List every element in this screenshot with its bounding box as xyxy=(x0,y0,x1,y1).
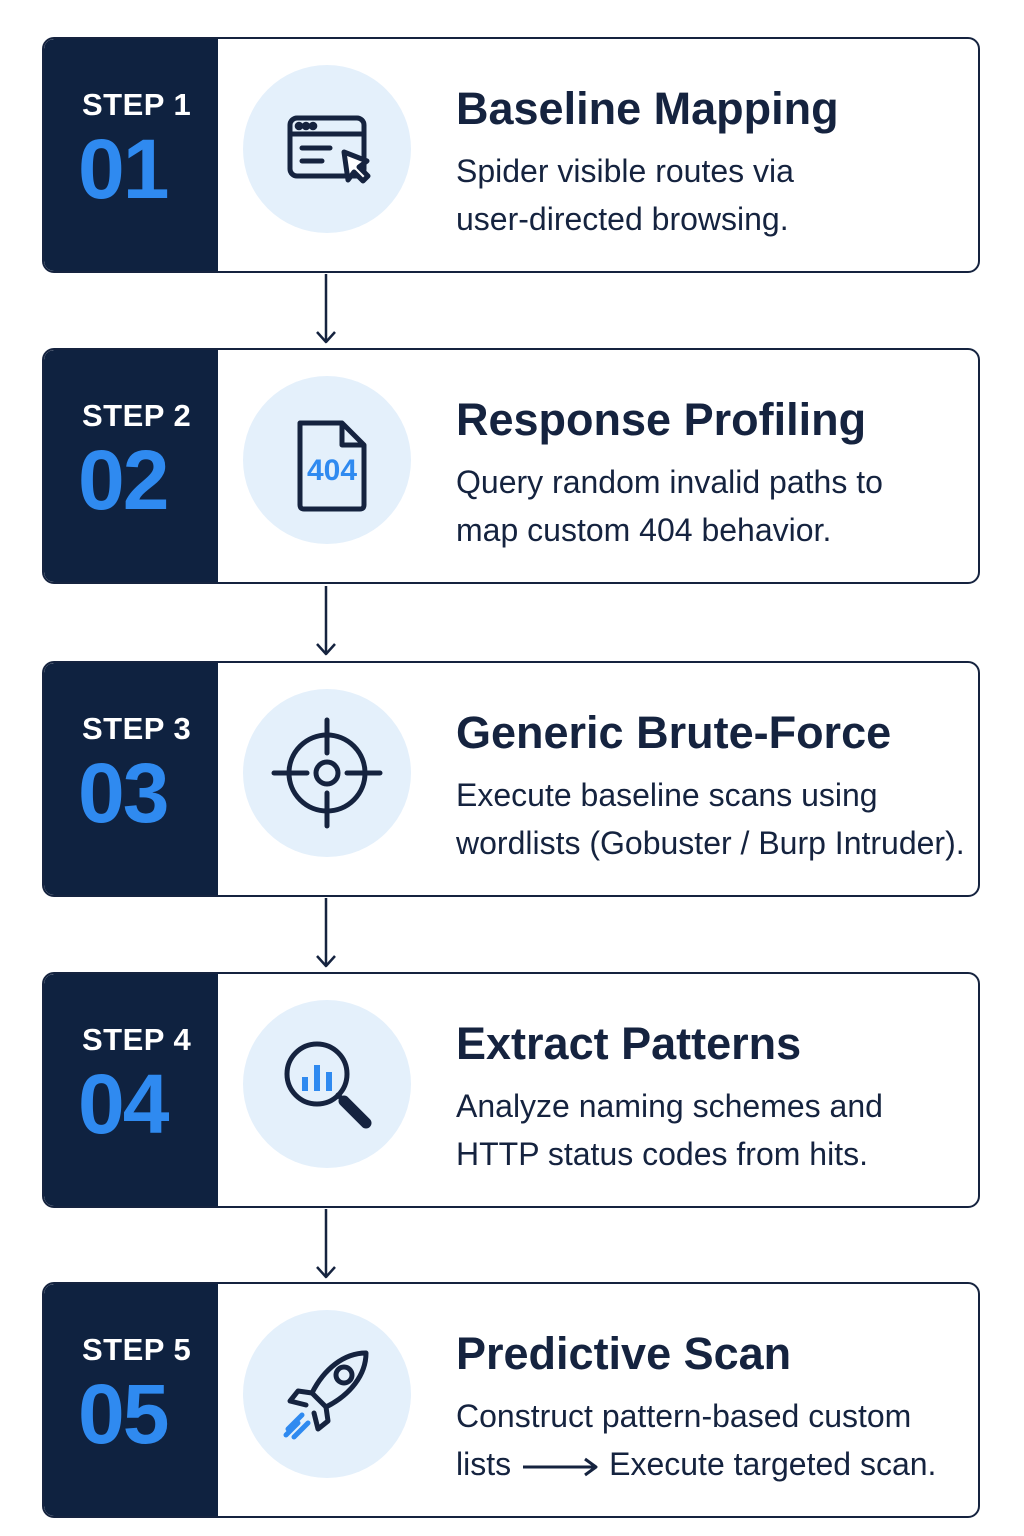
404-label: 404 xyxy=(307,454,357,487)
down-arrow-connector xyxy=(316,274,336,344)
step-number: 05 xyxy=(78,1367,169,1461)
down-arrow-connector xyxy=(316,898,336,968)
step-label: STEP 5 xyxy=(82,1332,192,1367)
step-description: Construct pattern-based custom lists Exe… xyxy=(456,1392,976,1488)
step-badge: STEP 3 03 xyxy=(44,663,218,895)
step-badge: STEP 1 01 xyxy=(44,39,218,271)
404-document-icon: 404 xyxy=(243,376,411,544)
down-arrow-connector xyxy=(316,586,336,656)
desc-line: Execute baseline scans using xyxy=(456,777,878,813)
right-arrow-icon xyxy=(523,1457,598,1476)
step-label: STEP 4 xyxy=(82,1022,192,1057)
step-description: Query random invalid paths to map custom… xyxy=(456,458,976,554)
step-label: STEP 2 xyxy=(82,398,192,433)
step-title: Generic Brute-Force xyxy=(456,707,892,758)
desc-line: Spider visible routes via xyxy=(456,153,794,189)
rocket-icon xyxy=(243,1310,411,1478)
step-number: 03 xyxy=(78,746,169,840)
step-description: Execute baseline scans using wordlists (… xyxy=(456,771,976,867)
step-label: STEP 3 xyxy=(82,711,192,746)
step-number: 04 xyxy=(78,1057,169,1151)
desc-line: Analyze naming schemes and xyxy=(456,1088,883,1124)
desc-text-execute: Execute targeted scan. xyxy=(609,1446,937,1482)
desc-line: Construct pattern-based custom xyxy=(456,1398,912,1434)
step-label: STEP 1 xyxy=(82,87,192,122)
step-card-4: STEP 4 04 Extract Patterns Analyze namin… xyxy=(42,972,980,1208)
magnifier-chart-icon xyxy=(243,1000,411,1168)
desc-line: Query random invalid paths to xyxy=(456,464,883,500)
step-badge: STEP 5 05 xyxy=(44,1284,218,1516)
desc-line: map custom 404 behavior. xyxy=(456,512,832,548)
step-description: Spider visible routes via user-directed … xyxy=(456,147,976,243)
step-badge: STEP 2 02 xyxy=(44,350,218,582)
step-card-2: STEP 2 02 404 Response Profiling Query r… xyxy=(42,348,980,584)
desc-line: user-directed browsing. xyxy=(456,201,789,237)
step-badge: STEP 4 04 xyxy=(44,974,218,1206)
down-arrow-connector xyxy=(316,1209,336,1279)
step-card-1: STEP 1 01 Baseline Mapping Spider visibl… xyxy=(42,37,980,273)
step-title: Predictive Scan xyxy=(456,1328,792,1379)
step-description: Analyze naming schemes and HTTP status c… xyxy=(456,1082,976,1178)
desc-text-lists: lists xyxy=(456,1446,512,1482)
step-title: Extract Patterns xyxy=(456,1018,802,1069)
desc-line: HTTP status codes from hits. xyxy=(456,1136,868,1172)
crosshair-target-icon xyxy=(243,689,411,857)
desc-line: wordlists (Gobuster / Burp Intruder). xyxy=(456,825,965,861)
desc-line: lists Execute targeted scan. xyxy=(456,1440,976,1488)
step-title: Response Profiling xyxy=(456,394,867,445)
browser-cursor-icon xyxy=(243,65,411,233)
step-number: 01 xyxy=(78,122,169,216)
step-number: 02 xyxy=(78,433,169,527)
step-card-5: STEP 5 05 Predictive Scan Construct patt… xyxy=(42,1282,980,1518)
step-title: Baseline Mapping xyxy=(456,83,839,134)
step-card-3: STEP 3 03 Generic Brute-Force Execute ba… xyxy=(42,661,980,897)
